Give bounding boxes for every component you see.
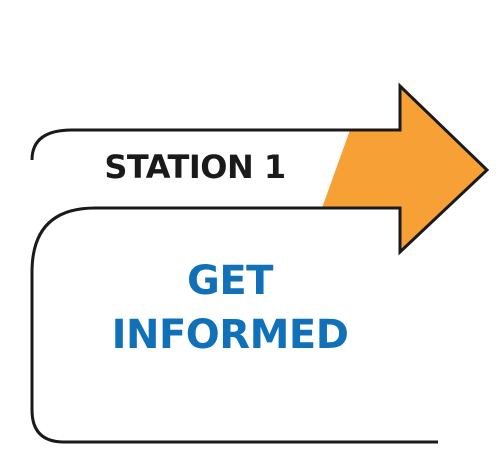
title-block: GET INFORMED — [60, 254, 400, 362]
arrow-head-fill — [322, 86, 487, 252]
station-label: STATION 1 — [104, 148, 286, 186]
title-line-2: INFORMED — [111, 312, 349, 358]
arrow-outline — [30, 82, 490, 256]
content-panel-outline — [30, 206, 438, 444]
title-line-1: GET — [187, 258, 273, 304]
